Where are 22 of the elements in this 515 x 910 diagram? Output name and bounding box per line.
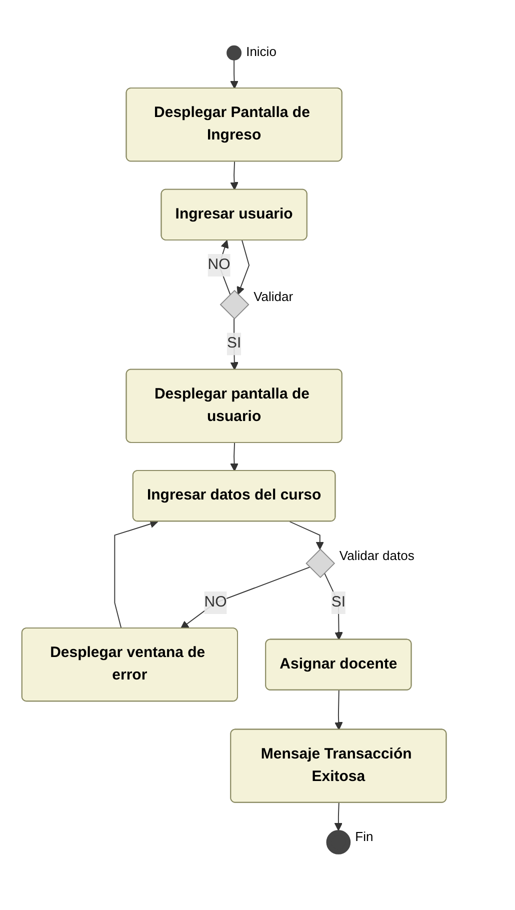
arrow: [324, 572, 343, 641]
node-circle: [226, 46, 242, 61]
arrow: [180, 567, 310, 630]
node-caption: Validar datos: [339, 548, 414, 563]
arrow: [334, 690, 343, 730]
node-caption: Fin: [355, 828, 374, 844]
arrow: [289, 522, 324, 550]
edge-label: NO: [204, 594, 227, 611]
node-diamond: [306, 549, 336, 578]
node-diamond: [220, 290, 250, 320]
arrow: [334, 802, 343, 832]
edge-label: SI: [226, 336, 242, 352]
node-caption: Inicio: [246, 44, 276, 60]
arrow: [230, 162, 238, 191]
node-caption: Validar: [254, 288, 294, 304]
arrow: [236, 240, 250, 296]
arrow: [114, 520, 158, 630]
arrow: [230, 60, 238, 90]
arrow: [230, 442, 238, 472]
node-circle: [326, 830, 351, 855]
edge-label: SI: [331, 594, 346, 611]
edge-label: NO: [208, 257, 230, 274]
